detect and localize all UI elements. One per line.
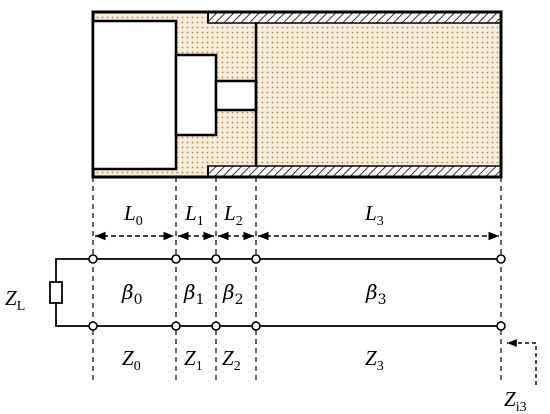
- load-impedance-label: ZL: [5, 286, 25, 314]
- node-top-3: [251, 254, 261, 264]
- load-resistor: [49, 281, 63, 304]
- transmission-line-model: [49, 258, 501, 327]
- impedance-label-2: Z2: [222, 346, 241, 374]
- load-wire: [55, 258, 93, 282]
- outer-wall-top: [207, 11, 502, 24]
- load-wire-bottom: [55, 303, 93, 327]
- tl-nodes: [88, 254, 506, 331]
- input-impedance-label: Zi3: [504, 387, 527, 414]
- inner-conductor-section-2: [214, 79, 258, 112]
- outer-wall-bottom: [207, 165, 502, 178]
- node-top-4: [496, 254, 506, 264]
- impedance-label-1: Z1: [184, 346, 203, 374]
- length-label-2: L2: [223, 201, 243, 229]
- length-label-1: L1: [184, 201, 204, 229]
- beta-label-1: β1: [183, 280, 204, 308]
- node-top-1: [171, 254, 181, 264]
- length-label-0: L0: [123, 201, 143, 229]
- inner-conductor-section-1: [174, 53, 218, 137]
- node-top-2: [211, 254, 221, 264]
- node-bottom-0: [88, 321, 98, 331]
- impedance-label-0: Z0: [122, 346, 141, 374]
- coax-structure: [91, 10, 503, 179]
- impedance-label-3: Z3: [365, 346, 384, 374]
- node-bottom-4: [496, 321, 506, 331]
- beta-label-0: β0: [121, 280, 142, 308]
- length-label-3: L3: [364, 201, 384, 229]
- node-bottom-1: [171, 321, 181, 331]
- inner-conductor-section-0: [91, 19, 178, 171]
- node-top-0: [88, 254, 98, 264]
- beta-label-3: β3: [365, 280, 386, 308]
- input-impedance-arrow: [506, 339, 537, 385]
- section-guides: [92, 177, 502, 382]
- beta-label-2: β2: [222, 280, 243, 308]
- node-bottom-3: [251, 321, 261, 331]
- node-bottom-2: [211, 321, 221, 331]
